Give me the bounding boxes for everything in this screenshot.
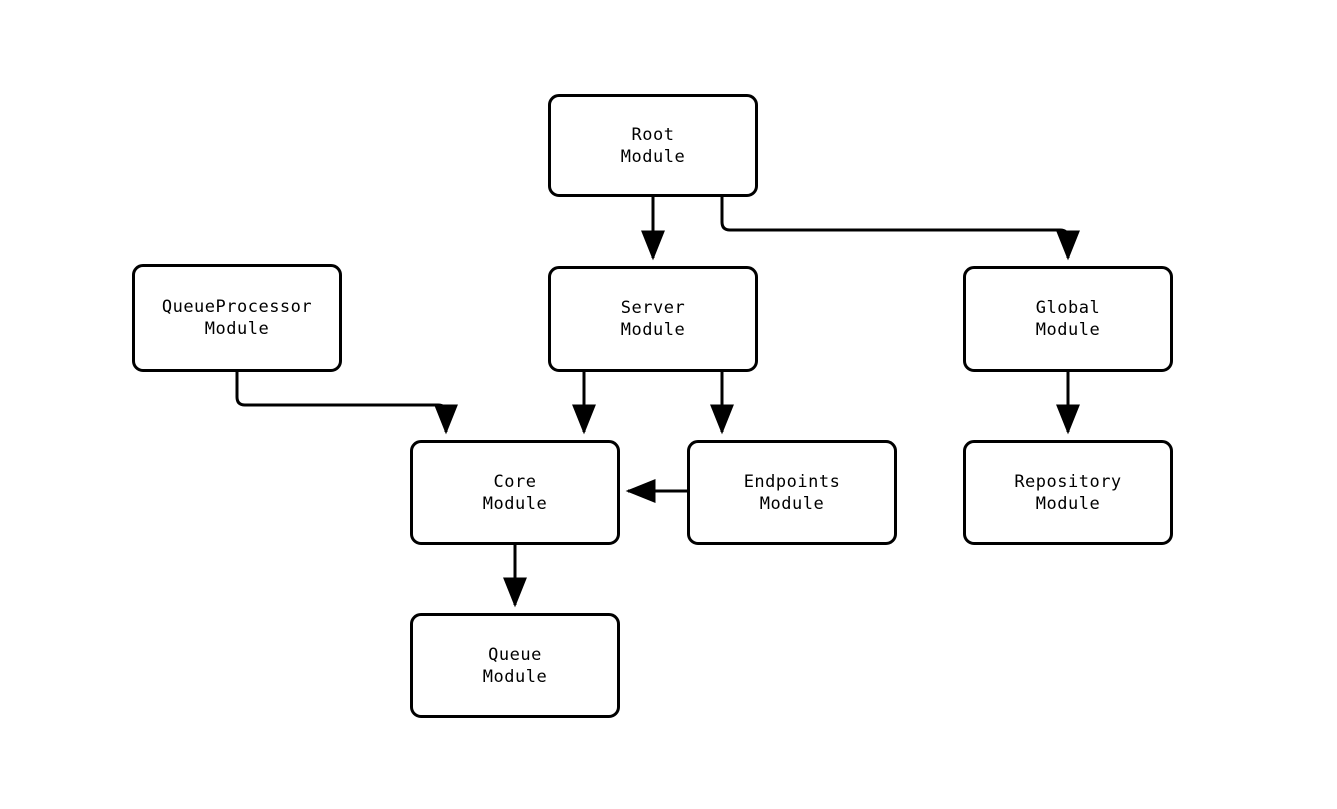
node-server-label-secondary: Module bbox=[620, 320, 686, 340]
node-queueprocessor-label-primary: QueueProcessor bbox=[161, 297, 313, 317]
node-queue-label-primary: Queue bbox=[488, 644, 542, 665]
node-core-label-primary: Core bbox=[493, 471, 537, 492]
node-global-label-secondary: Module bbox=[1035, 320, 1101, 340]
node-server-label-primary: Server bbox=[620, 298, 686, 318]
node-queueprocessor-label-secondary: Module bbox=[204, 319, 270, 339]
node-root-label-primary: Root bbox=[631, 124, 675, 145]
node-global-label-primary: Global bbox=[1035, 298, 1101, 318]
node-repository-label-primary: Repository bbox=[1014, 471, 1122, 492]
edge-root-to-global bbox=[720, 197, 1080, 261]
node-endpoints-label-secondary: Module bbox=[759, 493, 825, 514]
node-core-label-secondary: Module bbox=[482, 493, 548, 514]
node-repository-label-secondary: Module bbox=[1035, 493, 1101, 514]
edge-queueprocessor-to-core bbox=[235, 372, 458, 435]
node-root-label-secondary: Module bbox=[620, 146, 686, 167]
node-queue-label-secondary: Module bbox=[482, 666, 548, 687]
node-endpoints-label-primary: Endpoints bbox=[743, 471, 841, 492]
